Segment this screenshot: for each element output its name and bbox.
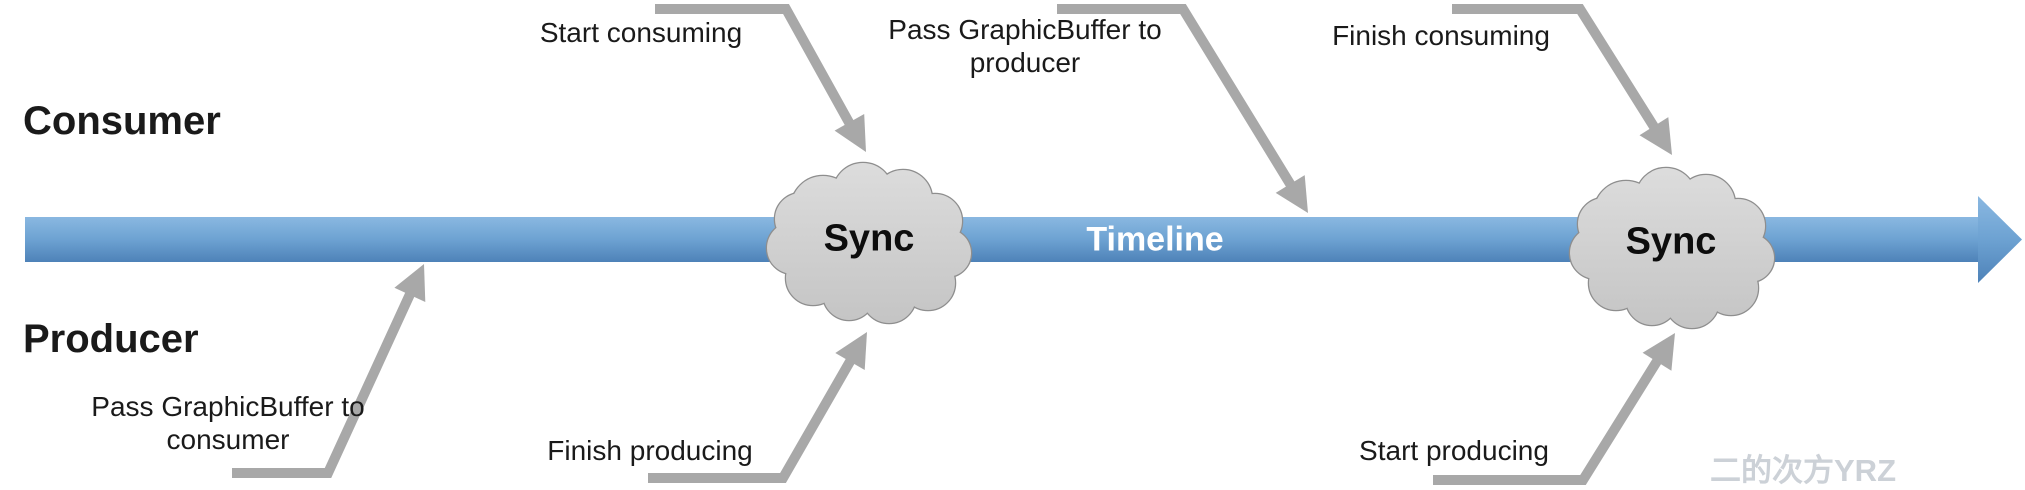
producer-label: Producer [23, 317, 199, 361]
sync-label-1: Sync [823, 217, 915, 260]
consumer-label: Consumer [23, 99, 221, 143]
sync-label-2: Sync [1625, 220, 1717, 263]
event-finish-producing: Finish producing [547, 435, 753, 466]
event-finish-consuming: Finish consuming [1332, 20, 1550, 51]
arrow-start-consuming [655, 3, 856, 129]
event-start-consuming: Start consuming [539, 17, 743, 48]
arrowhead-pass-to-producer [1275, 175, 1308, 213]
arrow-pass-to-consumer [232, 289, 416, 478]
watermark: 二的次方YRZ [1710, 453, 1896, 488]
arrow-pass-to-producer [1057, 4, 1297, 190]
timeline-label: Timeline [1086, 220, 1224, 259]
arrowhead-start-producing [1642, 333, 1675, 371]
arrow-finish-consuming [1452, 3, 1661, 133]
arrow-finish-producing [648, 355, 857, 483]
arrowhead-finish-consuming [1639, 117, 1672, 155]
arrow-start-producing [1433, 355, 1664, 485]
event-start-producing: Start producing [1359, 435, 1549, 466]
arrowhead-pass-to-consumer [394, 264, 426, 302]
arrowhead-start-consuming [834, 114, 866, 152]
event-pass-graphicbuffer-to-producer: Pass GraphicBuffer to producer [888, 14, 1162, 78]
event-pass-graphicbuffer-to-consumer: Pass GraphicBuffer to consumer [91, 391, 365, 455]
arrowhead-finish-producing [835, 332, 867, 370]
